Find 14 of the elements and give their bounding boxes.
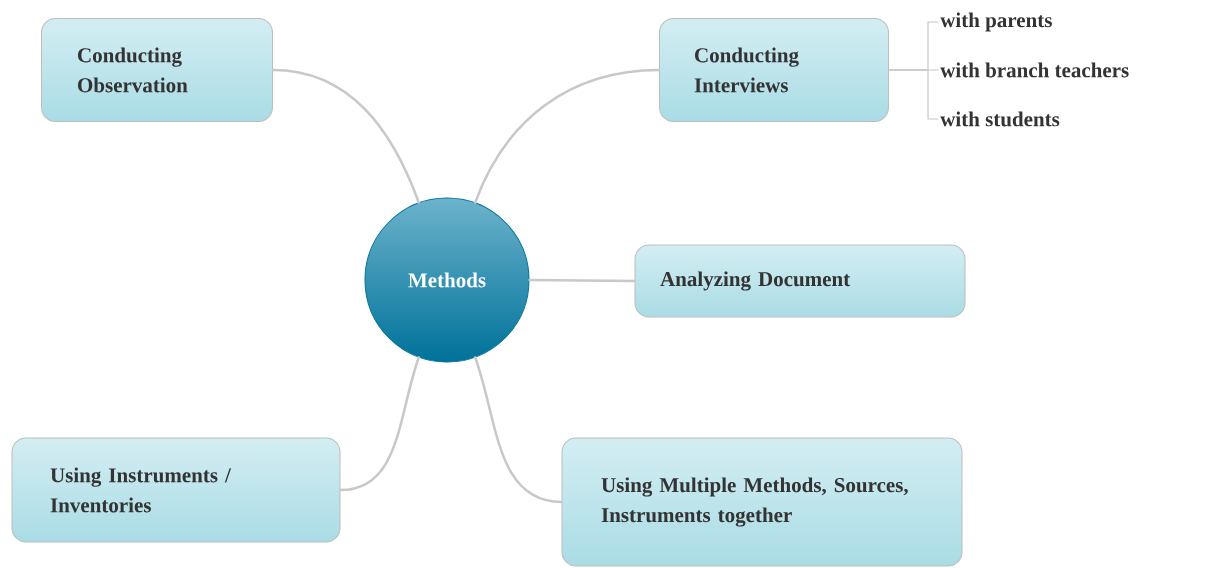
topic-box: Analyzing Document	[634, 244, 966, 318]
topic-box: Conducting Observation	[41, 18, 273, 122]
topic-box: Using Multiple Methods, Sources, Instruments together	[561, 437, 963, 567]
bracket-line	[888, 69, 939, 120]
connector-line	[528, 278, 636, 283]
subtopic-text: with students	[940, 111, 1060, 127]
connector-line	[339, 356, 421, 492]
connector-line	[473, 356, 563, 504]
subtopic-text: with parents	[940, 12, 1052, 32]
connector-line	[271, 68, 421, 204]
topic-box: Using Instruments / Inventories	[11, 437, 341, 543]
topic-box: Conducting Interviews	[659, 18, 889, 122]
subtopic-text: with branch teachers	[940, 62, 1129, 78]
connector-line	[473, 68, 661, 204]
